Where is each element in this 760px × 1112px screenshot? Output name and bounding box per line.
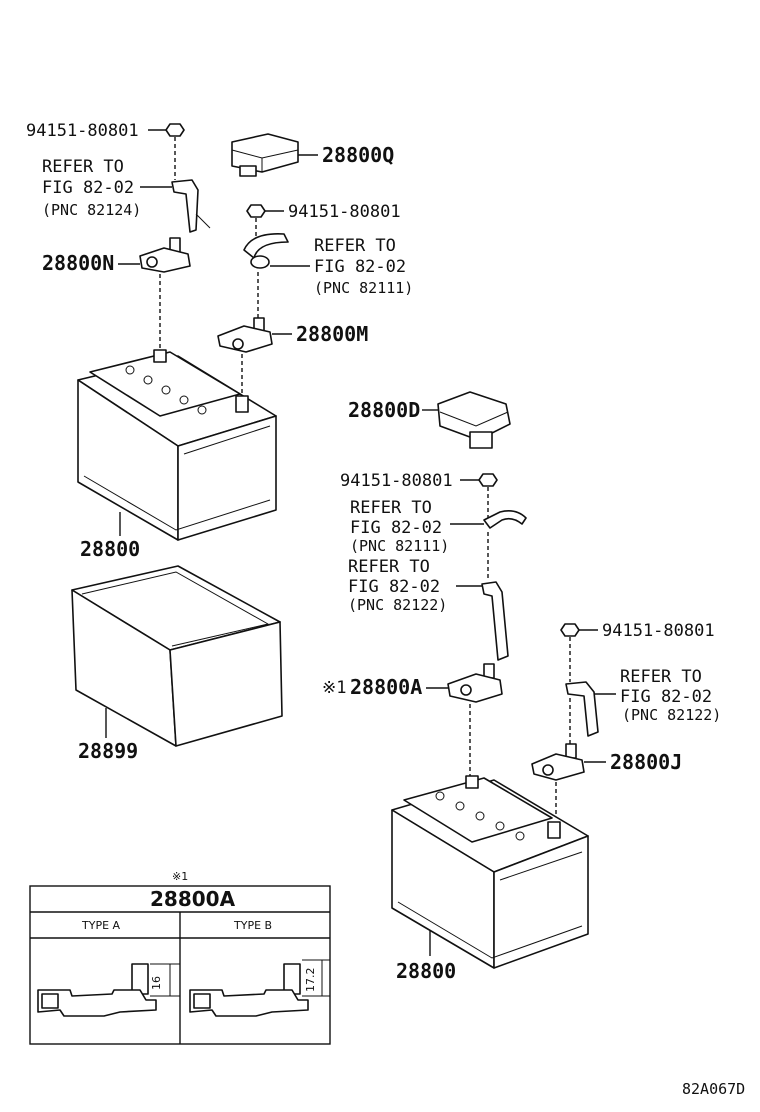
- ref-4-line1: REFER TO: [348, 557, 430, 577]
- ref-1-line3: (PNC 82124): [42, 201, 141, 219]
- cable-2-shape: [243, 233, 310, 318]
- nut-2-label: 94151-80801: [288, 202, 401, 222]
- cable-1-shape: [171, 179, 211, 233]
- cable-4-shape: [456, 581, 509, 661]
- ref-4-line3: (PNC 82122): [348, 596, 447, 614]
- terminal-a-mark: ※1: [322, 678, 346, 698]
- terminal-m-label: 28800M: [296, 322, 368, 346]
- terminal-m-shape: [217, 317, 292, 396]
- nut-2-shape: [246, 204, 284, 248]
- ref-5-line3: (PNC 82122): [622, 706, 721, 724]
- tray-label: 28899: [78, 739, 138, 763]
- nut-1-label: 94151-80801: [26, 121, 139, 141]
- terminal-a-label: 28800A: [350, 675, 422, 699]
- terminal-j-shape: [531, 743, 606, 822]
- ref-2-line3: (PNC 82111): [314, 279, 413, 297]
- terminal-j-label: 28800J: [610, 750, 682, 774]
- nut-1-shape: [148, 123, 185, 180]
- battery-2-shape: [391, 775, 589, 969]
- ref-1-line2: FIG 82-02: [42, 178, 134, 198]
- cable-3-shape: [450, 510, 527, 580]
- cover-d-label: 28800D: [348, 398, 420, 422]
- cover-q-shape: [231, 133, 318, 177]
- ref-5-line2: FIG 82-02: [620, 687, 712, 707]
- ref-3-line1: REFER TO: [350, 498, 432, 518]
- diagram-code: 82A067D: [682, 1080, 745, 1098]
- terminal-a-shape: [426, 663, 503, 780]
- nut-4-label: 94151-80801: [602, 621, 715, 641]
- ref-5-line1: REFER TO: [620, 667, 702, 687]
- cable-5-shape: [565, 681, 616, 744]
- ref-3-line3: (PNC 82111): [350, 537, 449, 555]
- battery-1-shape: [77, 349, 277, 541]
- terminal-n-label: 28800N: [42, 251, 114, 275]
- inset-type-a: TYPE A: [81, 919, 121, 932]
- ref-4-line2: FIG 82-02: [348, 577, 440, 597]
- inset-type-b-drawing: [189, 959, 330, 1017]
- inset-title: 28800A: [150, 887, 236, 911]
- terminal-n-shape: [118, 237, 191, 350]
- nut-4-shape: [560, 623, 598, 682]
- cover-q-label: 28800Q: [322, 143, 394, 167]
- tray-shape: [71, 565, 283, 747]
- inset-type-a-drawing: [37, 963, 180, 1017]
- battery-1-label: 28800: [80, 537, 140, 561]
- inset-dim-a: 16: [150, 976, 163, 990]
- ref-2-line2: FIG 82-02: [314, 257, 406, 277]
- nut-3-shape: [460, 473, 498, 518]
- ref-3-line2: FIG 82-02: [350, 518, 442, 538]
- nut-3-label: 94151-80801: [340, 471, 453, 491]
- inset-type-b: TYPE B: [233, 919, 272, 932]
- ref-1-line1: REFER TO: [42, 157, 124, 177]
- inset-dim-b: 17.2: [304, 968, 317, 993]
- battery-2-label: 28800: [396, 959, 456, 983]
- ref-2-line1: REFER TO: [314, 236, 396, 256]
- inset-table: [29, 885, 331, 1045]
- inset-mark: ※1: [172, 870, 188, 883]
- cover-d-shape: [422, 391, 511, 449]
